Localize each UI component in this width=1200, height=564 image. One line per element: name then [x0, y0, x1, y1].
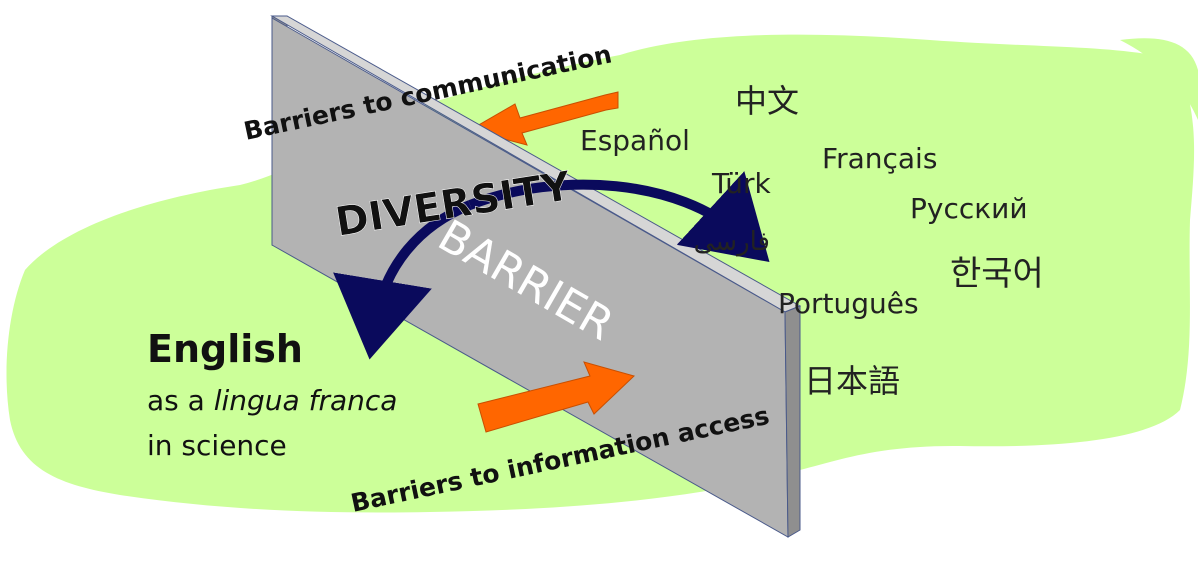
lang-spanish: Español	[580, 124, 690, 157]
barrier-wall-right-side	[784, 305, 801, 538]
english-line-1: as a lingua franca	[147, 384, 397, 417]
lang-persian: فارسی	[694, 227, 770, 257]
lang-russian: Русский	[910, 192, 1028, 225]
lang-korean: 한국어	[950, 254, 1044, 294]
english-heading: English	[147, 327, 303, 371]
lang-french: Français	[822, 142, 937, 175]
english-line-1-italic: lingua franca	[214, 384, 398, 417]
orange-arrow-right	[477, 361, 635, 433]
lang-chinese: 中文	[735, 82, 799, 120]
blue-arc-arrow-right	[468, 171, 770, 263]
lang-japanese: 日本語	[804, 362, 900, 400]
blue-arc-arrow-left	[333, 200, 472, 360]
lang-portuguese: Português	[778, 287, 919, 320]
green-background-blob-edge	[1120, 38, 1198, 120]
lang-turkish: Türk	[711, 167, 772, 200]
english-line-1-prefix: as a	[147, 384, 214, 417]
english-line-2: in science	[147, 429, 287, 462]
